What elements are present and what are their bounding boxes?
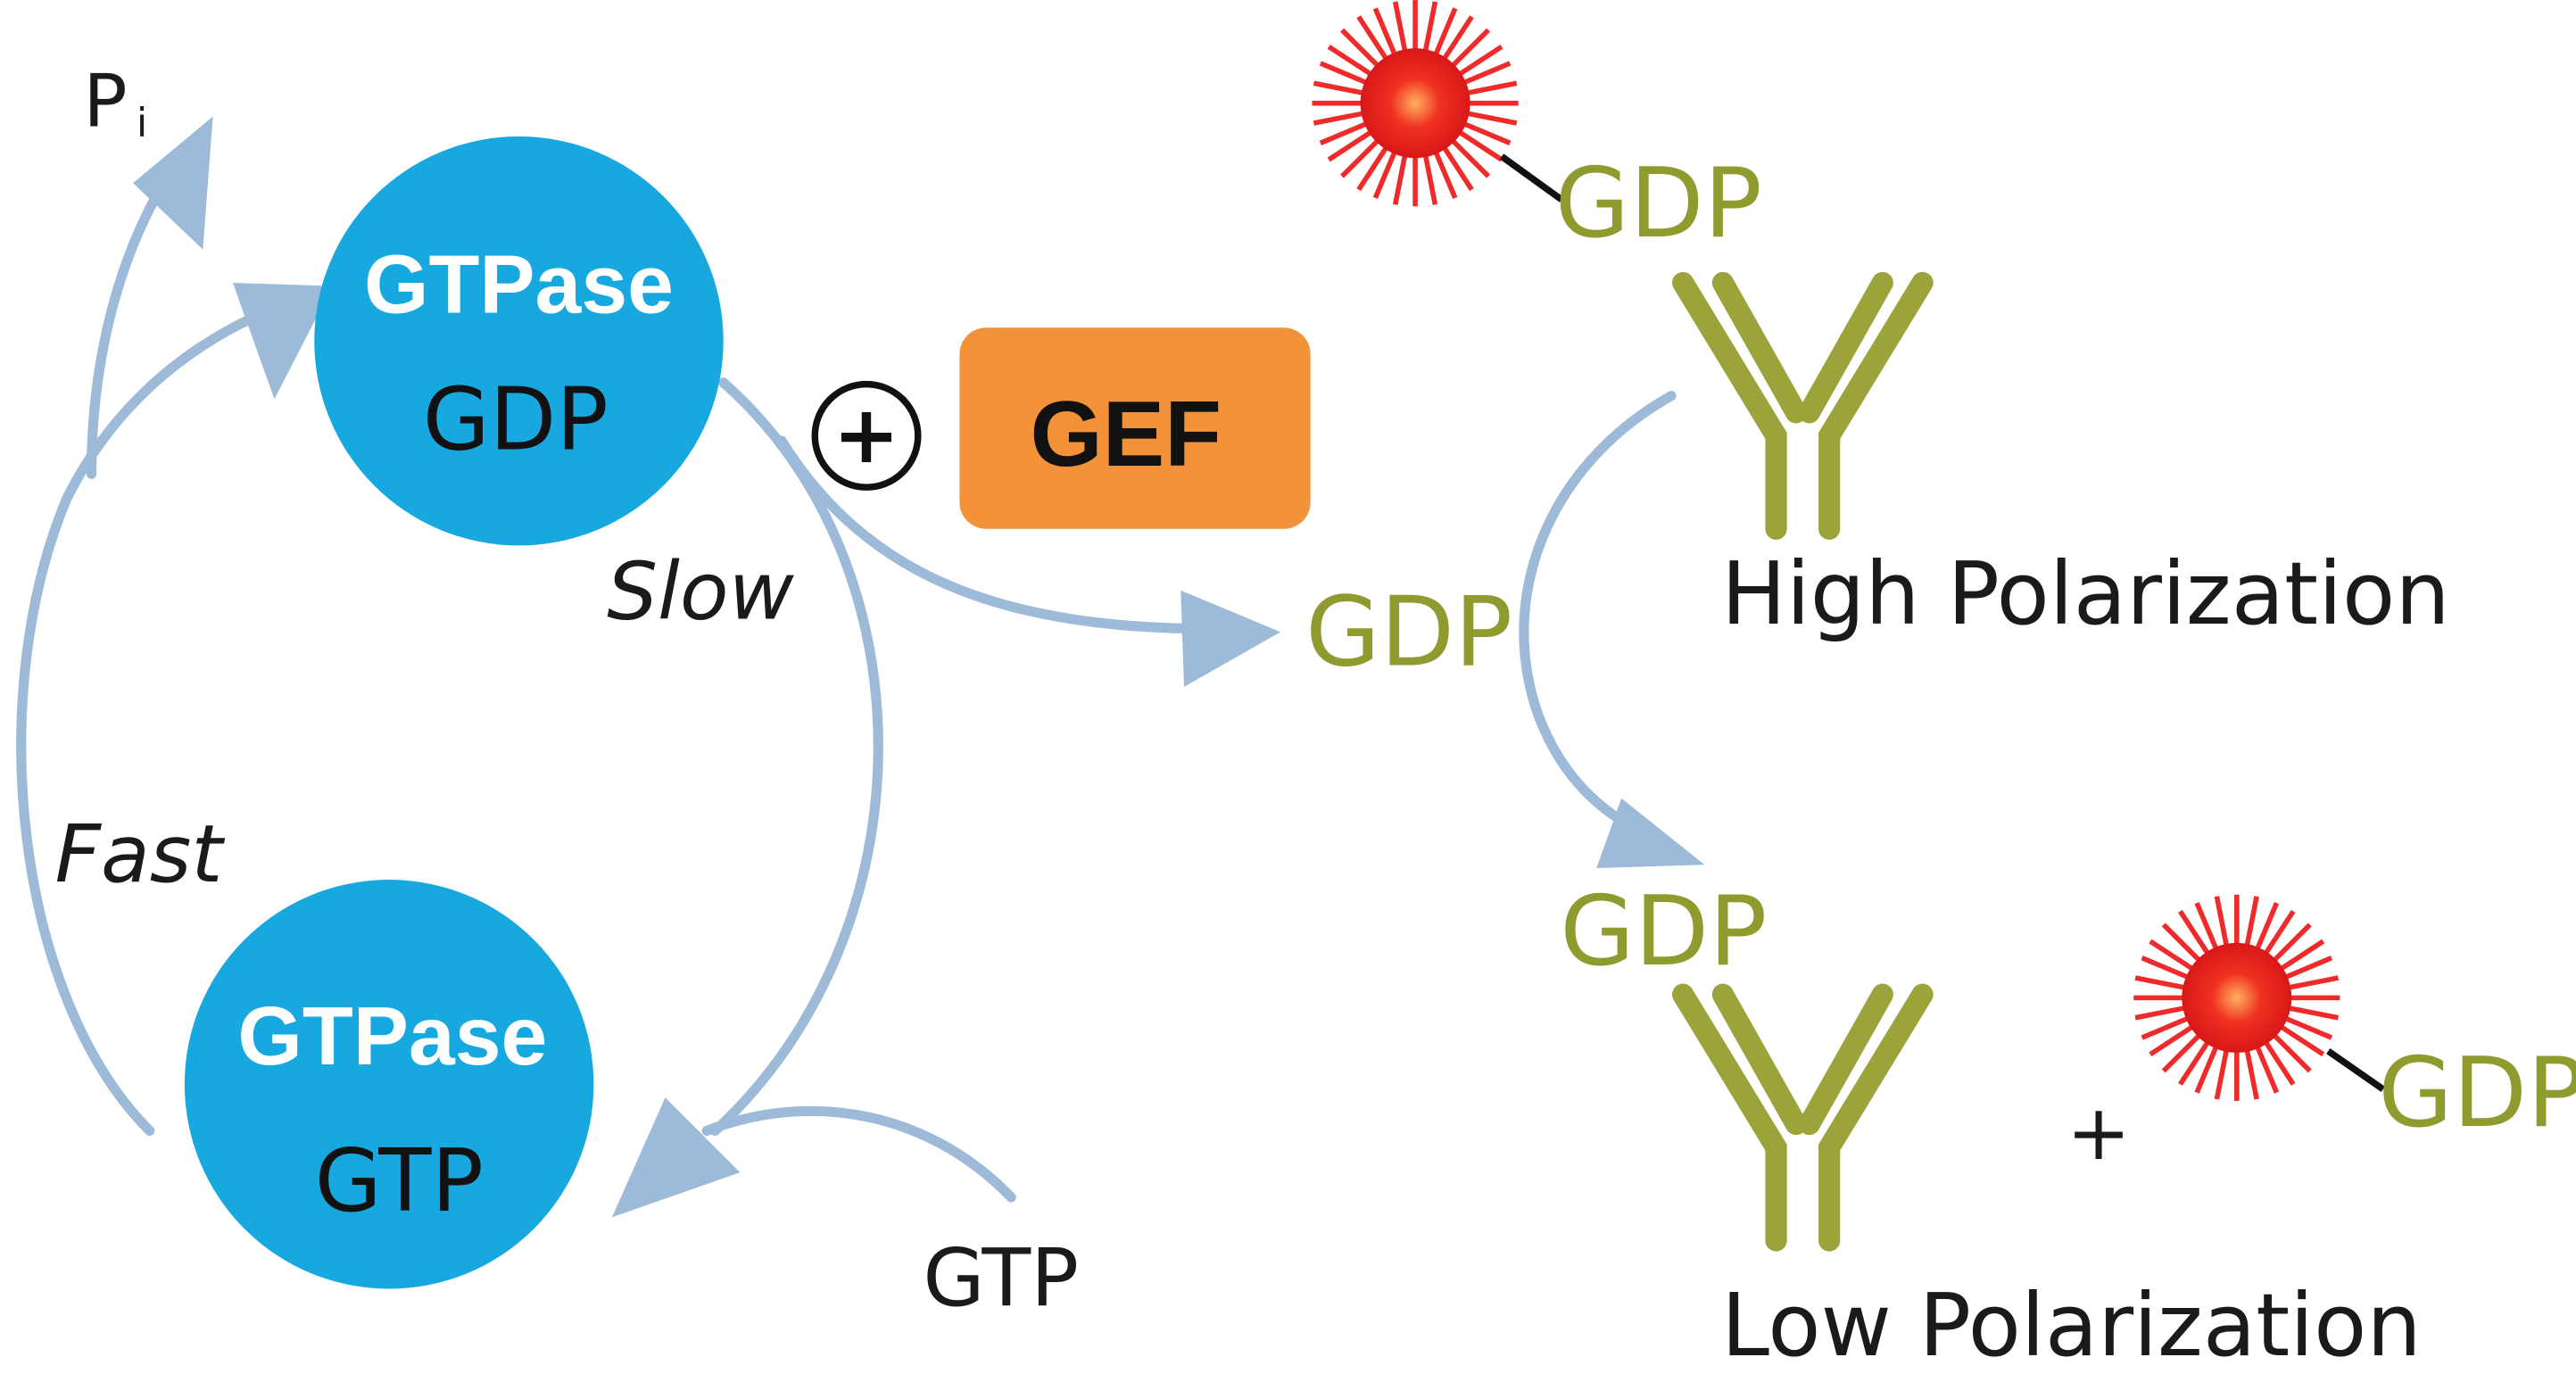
gtpase-gdp-nucleotide: GDP [423,368,609,469]
phosphate-symbol: P [83,60,127,145]
assay-plus-symbol: + [2067,1088,2131,1178]
cycle-arrows [16,153,1677,1203]
tracer-gdp-bottom: GDP [2378,1038,2576,1149]
gtpase-gtp-title: GTPase [237,989,547,1082]
fast-arrowhead [232,282,333,400]
slow-label: Slow [607,545,794,638]
fluorescent-tracer-icon [2133,894,2385,1101]
gtpase-gdp-title: GTPase [364,237,674,330]
gef-box-background [959,327,1311,529]
gtp-binding-arrow [701,1105,1016,1203]
fluorescent-tracer-icon [1312,0,1564,207]
fast-label: Fast [55,808,226,901]
gef-plus-symbol: + [833,389,900,482]
displacement-arrowhead [1596,798,1705,868]
gtpase-gtp-nucleotide: GTP [315,1130,484,1231]
circled-plus-icon: + [811,380,922,491]
antibody-icon-bottom [1683,995,1922,1241]
gtpase-gdp-node: GTPase GDP [314,136,724,546]
fast-arrow [16,294,305,1137]
gef-box: GEF [959,327,1311,529]
phosphate-label: P i [83,60,147,146]
displaced-gdp-label: GDP [1560,876,1767,988]
released-gdp-label: GDP [1305,577,1512,689]
gtpase-gtp-node: GTPase GTP [184,880,594,1289]
slow-arrowhead [611,1097,741,1218]
tracer-gdp-top: GDP [1555,148,1762,260]
gtpase-gdp-circle [314,136,724,546]
arrowheads [133,116,1705,1218]
incoming-gtp-label: GTP [923,1232,1079,1325]
antibody-icon-top [1683,283,1922,529]
slow-arrow [709,377,883,1137]
high-polarization-label: High Polarization [1721,543,2450,644]
gef-label: GEF [1031,383,1222,486]
gdp-release-arrow [776,435,1236,634]
gtpase-gtp-circle [184,880,594,1289]
gdp-release-arrowhead [1180,590,1281,687]
displacement-arrow [1519,391,1677,845]
phosphate-arrowhead [133,116,213,250]
low-polarization-label: Low Polarization [1721,1275,2422,1376]
phosphate-subscript: i [137,99,147,146]
